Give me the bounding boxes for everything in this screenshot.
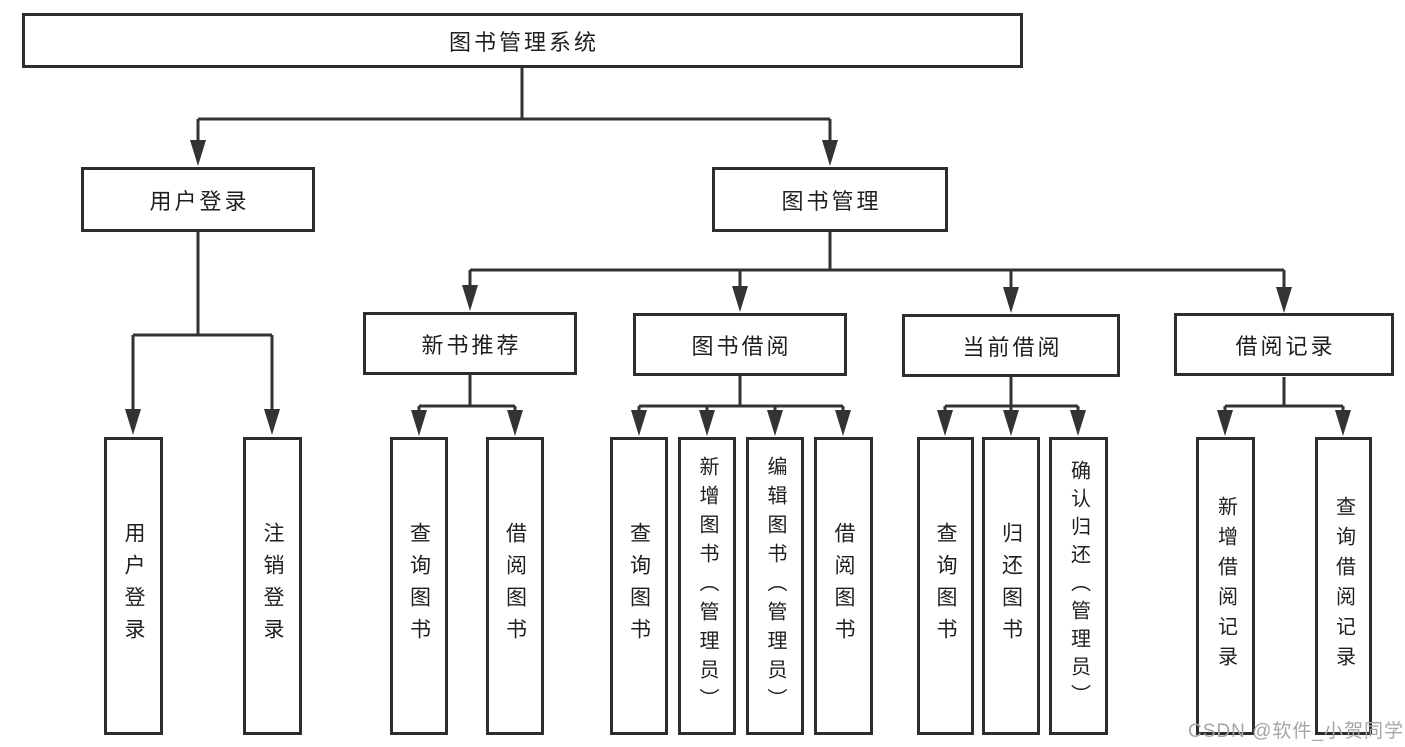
leaf-edit-book-admin: 编辑图书（管理员） bbox=[746, 437, 804, 735]
leaf-user-login: 用户登录 bbox=[104, 437, 163, 735]
leaf-query-borrow-record-label: 查询借阅记录 bbox=[1332, 496, 1355, 676]
branch-borrow-records bbox=[1223, 377, 1345, 416]
leaf-current-query-books: 查询图书 bbox=[917, 437, 974, 735]
node-book-borrow-label: 图书借阅 bbox=[691, 333, 792, 359]
watermark-text: CSDN @软件_小贺同学 bbox=[1188, 721, 1404, 742]
leaf-newbooks-query-books: 查询图书 bbox=[390, 437, 448, 735]
branch-root bbox=[196, 68, 832, 146]
leaf-return-books-label: 归还图书 bbox=[999, 522, 1023, 650]
node-new-books: 新书推荐 bbox=[363, 312, 577, 375]
leaf-newbooks-query-books-label: 查询图书 bbox=[407, 522, 431, 650]
branch-new-books bbox=[417, 375, 517, 416]
node-new-books-label: 新书推荐 bbox=[421, 332, 522, 358]
branch-user-login bbox=[131, 232, 274, 415]
node-book-management: 图书管理 bbox=[712, 167, 948, 232]
leaf-query-borrow-record: 查询借阅记录 bbox=[1315, 437, 1372, 735]
leaf-newbooks-borrow-books-label: 借阅图书 bbox=[503, 522, 527, 650]
node-user-login-label: 用户登录 bbox=[149, 188, 250, 214]
node-user-login: 用户登录 bbox=[81, 167, 315, 232]
node-book-management-label: 图书管理 bbox=[781, 188, 882, 214]
node-current-borrow: 当前借阅 bbox=[902, 314, 1120, 377]
leaf-logout: 注销登录 bbox=[243, 437, 302, 735]
leaf-add-borrow-record-label: 新增借阅记录 bbox=[1214, 496, 1237, 676]
leaf-add-book-admin: 新增图书（管理员） bbox=[678, 437, 736, 735]
branch-book-management bbox=[468, 232, 1286, 293]
leaf-newbooks-borrow-books: 借阅图书 bbox=[486, 437, 544, 735]
leaf-add-book-admin-label: 新增图书（管理员） bbox=[696, 455, 718, 717]
leaf-confirm-return-admin: 确认归还（管理员） bbox=[1049, 437, 1108, 735]
branch-current-borrow bbox=[943, 377, 1080, 416]
watermark: CSDN @软件_小贺同学 bbox=[1188, 716, 1404, 743]
leaf-user-login-label: 用户登录 bbox=[122, 522, 145, 650]
node-current-borrow-label: 当前借阅 bbox=[962, 334, 1063, 360]
leaf-borrow-query-books-label: 查询图书 bbox=[627, 522, 651, 650]
node-book-borrow: 图书借阅 bbox=[633, 313, 847, 376]
leaf-borrow-borrow-books: 借阅图书 bbox=[814, 437, 873, 735]
node-borrow-records-label: 借阅记录 bbox=[1235, 333, 1336, 359]
leaf-borrow-query-books: 查询图书 bbox=[610, 437, 668, 735]
node-borrow-records: 借阅记录 bbox=[1174, 313, 1394, 376]
leaf-add-borrow-record: 新增借阅记录 bbox=[1196, 437, 1255, 735]
leaf-edit-book-admin-label: 编辑图书（管理员） bbox=[764, 455, 786, 717]
leaf-borrow-borrow-books-label: 借阅图书 bbox=[832, 522, 855, 650]
leaf-return-books: 归还图书 bbox=[982, 437, 1040, 735]
branch-book-borrow bbox=[637, 376, 845, 416]
leaf-confirm-return-admin-label: 确认归还（管理员） bbox=[1067, 460, 1090, 712]
leaf-logout-label: 注销登录 bbox=[261, 522, 284, 650]
node-root-library-system: 图书管理系统 bbox=[22, 13, 1023, 68]
leaf-current-query-books-label: 查询图书 bbox=[934, 522, 957, 650]
node-root-label: 图书管理系统 bbox=[448, 29, 599, 55]
